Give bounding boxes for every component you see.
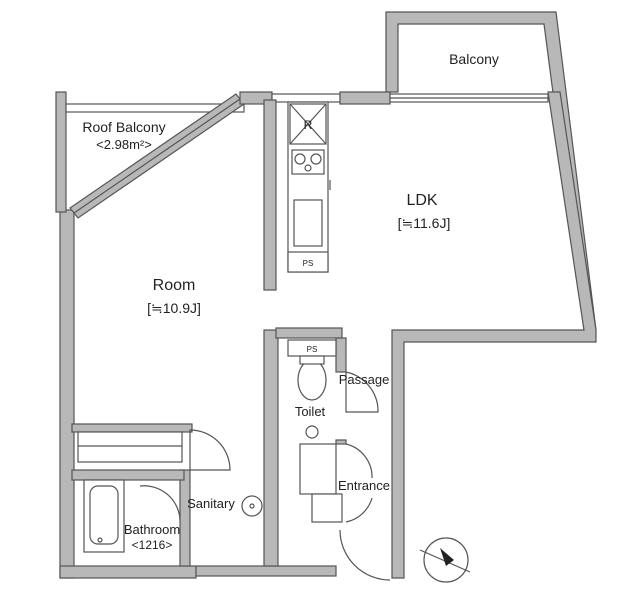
toilet-fixture — [287, 339, 337, 439]
passage-label: Passage — [339, 372, 390, 387]
room-label: Room — [153, 277, 196, 294]
roof-balcony-label: Roof Balcony — [82, 119, 165, 135]
balcony-label: Balcony — [449, 51, 499, 67]
doors — [139, 371, 391, 581]
closet — [77, 431, 183, 463]
room-size: [≒10.9J] — [147, 300, 201, 316]
roof-balcony-area: <2.98m²> — [96, 137, 152, 152]
ps-lower-label: PS — [307, 345, 318, 354]
top-window-wall — [239, 91, 549, 105]
compass-icon — [419, 537, 471, 583]
bathroom-label: Bathroom — [124, 522, 180, 537]
kitchen-counter — [287, 101, 331, 273]
interior-walls — [71, 99, 347, 567]
bathroom-size: <1216> — [132, 538, 173, 552]
toilet-label: Toilet — [295, 404, 326, 419]
bathtub — [83, 479, 125, 553]
entrance-label: Entrance — [338, 478, 390, 493]
ldk-size: [≒11.6J] — [398, 215, 451, 231]
sanitary-label: Sanitary — [187, 496, 235, 511]
ps-upper-label: PS — [303, 259, 314, 268]
ldk-label: LDK — [406, 192, 437, 209]
shoe-cabinet — [299, 443, 343, 523]
refrigerator-label: R — [304, 118, 313, 132]
sanitary-sink — [241, 495, 263, 517]
